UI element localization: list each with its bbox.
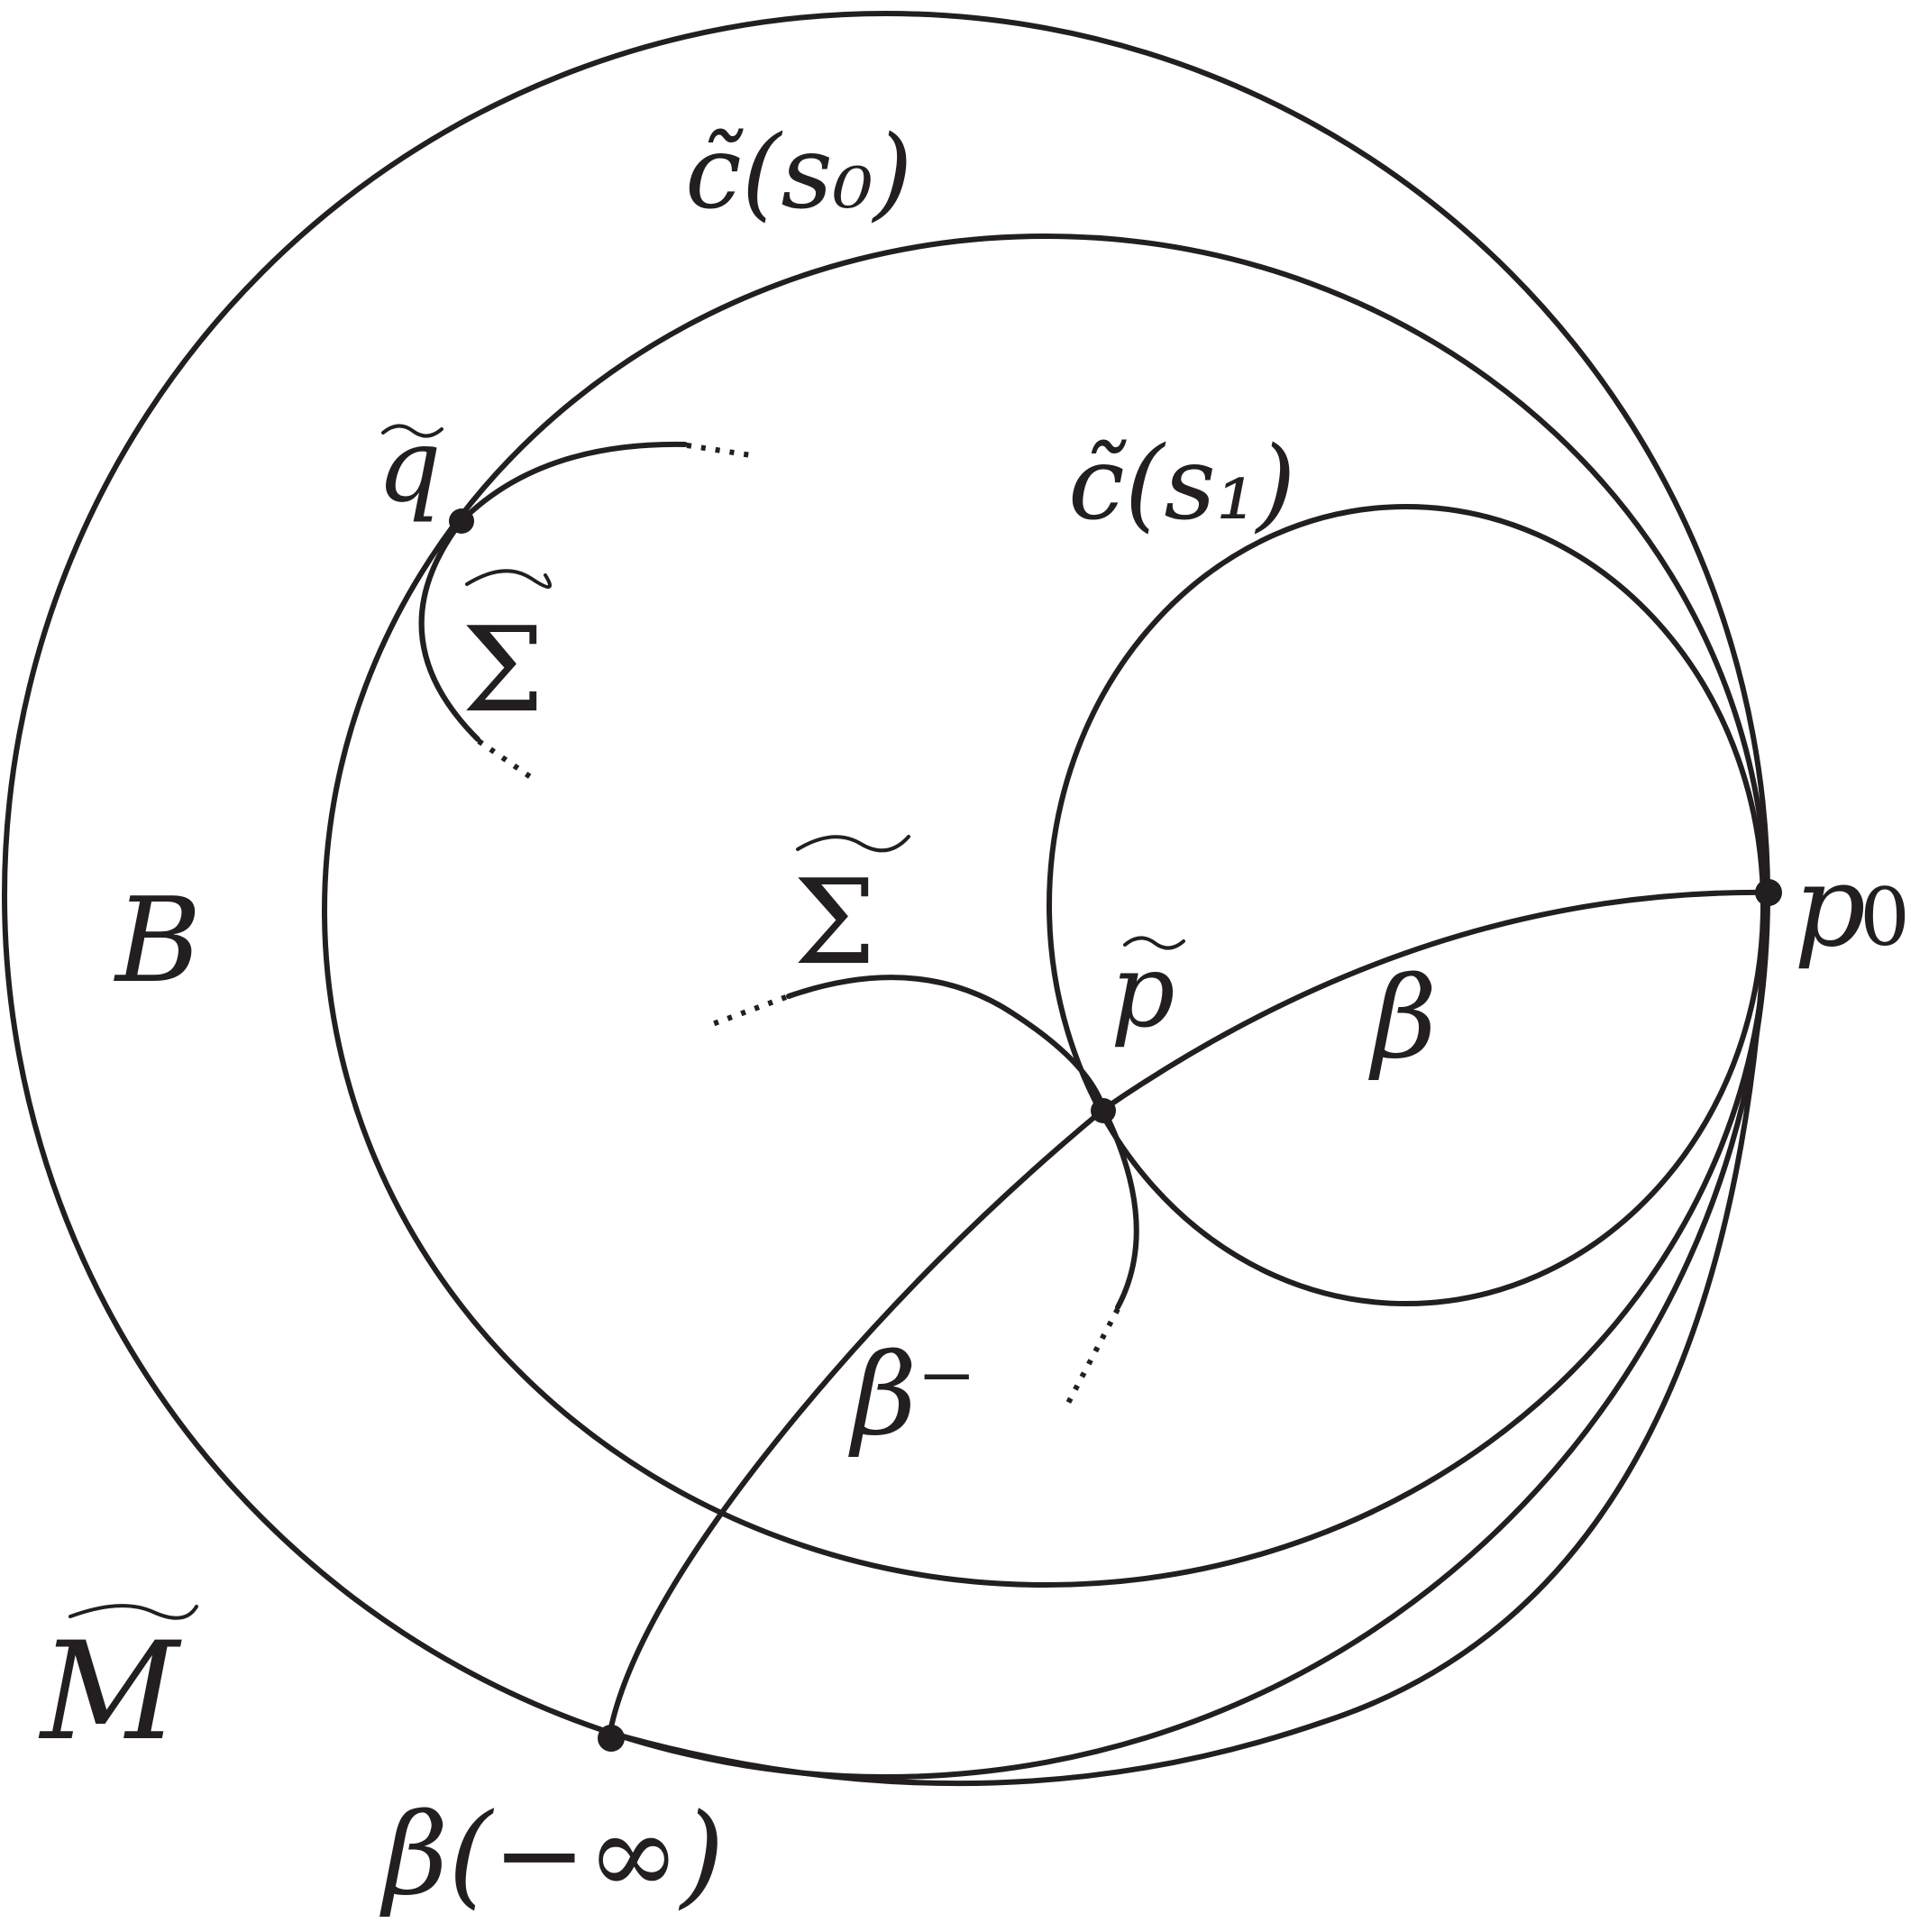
sigma-dotted-p-left <box>706 994 788 1029</box>
label-beta-minus-inf: β(−∞) <box>379 1790 725 1920</box>
svg-text:β: β <box>1368 953 1437 1084</box>
sigma-curve-p <box>786 975 1139 1310</box>
tilde-p <box>1123 936 1185 950</box>
svg-text:M: M <box>38 1614 182 1771</box>
label-sigma-mid: Σ <box>793 835 910 991</box>
sigma-dotted-q-lower <box>477 738 536 783</box>
sigma-dotted-q-right <box>686 443 758 459</box>
sigma-dotted-p-lower <box>1064 1307 1120 1408</box>
horosphere-beta-minus-inf <box>608 892 1769 1787</box>
svg-text:c̃(s₁): c̃(s₁) <box>1068 426 1296 543</box>
point-q <box>449 508 474 534</box>
svg-text:β(−∞): β(−∞) <box>379 1790 725 1920</box>
outer-circle-m <box>2 11 1770 1780</box>
label-sigma-top: Σ <box>462 569 552 738</box>
tilde-sigma-top <box>465 569 552 589</box>
label-c-s1: c̃(s₁) <box>1068 426 1296 543</box>
point-beta-minus-inf <box>598 1725 625 1752</box>
point-p <box>1091 1098 1116 1123</box>
label-c-s0: c̃(s₀) <box>685 114 913 232</box>
label-p: p <box>1111 933 1185 1050</box>
svg-text:B: B <box>114 872 202 1009</box>
svg-text:0: 0 <box>1860 871 1910 964</box>
svg-text:β⁻: β⁻ <box>848 1330 976 1460</box>
svg-text:Σ: Σ <box>793 854 876 991</box>
point-p0 <box>1755 879 1782 906</box>
label-B: B <box>114 872 202 1009</box>
horosphere-c-s1 <box>1047 504 1766 1306</box>
tilde-sigma-mid <box>796 835 910 853</box>
label-q: q <box>377 407 443 525</box>
tilde-q <box>381 424 443 438</box>
svg-text:Σ: Σ <box>462 601 544 738</box>
svg-text:c̃(s₀): c̃(s₀) <box>685 114 913 232</box>
geodesic-beta <box>607 889 1769 1738</box>
label-manifold: M <box>38 1604 198 1771</box>
label-beta: β <box>1368 953 1437 1084</box>
svg-text:p: p <box>1794 841 1866 972</box>
svg-text:q: q <box>377 407 442 525</box>
svg-text:p: p <box>1111 933 1175 1050</box>
tilde-manifold <box>69 1604 198 1620</box>
label-beta-minus: β⁻ <box>848 1330 976 1460</box>
label-p0: p 0 <box>1794 841 1910 972</box>
